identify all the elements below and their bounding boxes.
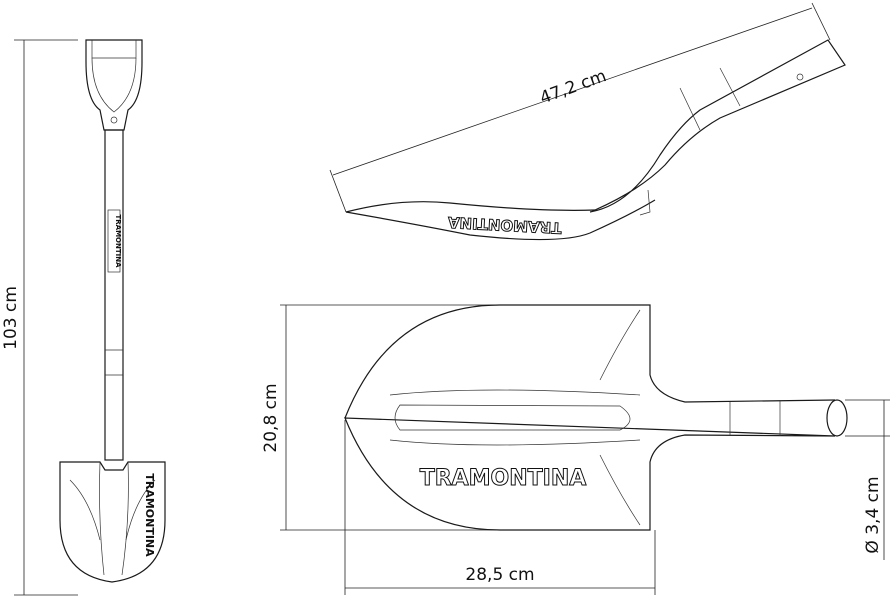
blade-front — [59, 461, 166, 583]
handle-diameter-label: Ø 3,4 cm — [863, 476, 883, 553]
dimension-blade-width: 28,5 cm — [344, 420, 656, 595]
blade-top — [344, 304, 836, 531]
blade-height-label: 20,8 cm — [261, 383, 281, 452]
dimension-handle-diameter: Ø 3,4 cm — [845, 399, 890, 560]
dimension-blade-length-side: 47,2 cm — [329, 2, 831, 213]
dimension-blade-height: 20,8 cm — [261, 304, 650, 531]
brand-label-side: TRAMONTINA — [447, 213, 562, 237]
brand-label-blade-front: TRAMONTINA — [143, 473, 156, 557]
d-grip-handle — [85, 39, 143, 131]
dimension-total-length: 103 cm — [1, 39, 78, 596]
brand-label-top: TRAMONTINA — [420, 466, 587, 491]
handle-end — [826, 399, 848, 437]
top-view-shovel: 20,8 cm 28,5 cm Ø 3,4 cm TRAMONTINA — [261, 304, 890, 595]
front-view-shovel: 103 cm TRAMONTINA TRAMONTINA — [1, 39, 166, 596]
brand-label-shaft: TRAMONTINA — [114, 214, 122, 268]
side-view-shovel: 47,2 cm TRAMONTINA — [329, 2, 846, 241]
total-length-label: 103 cm — [1, 286, 21, 350]
shaft — [104, 129, 124, 461]
blade-width-label: 28,5 cm — [465, 565, 534, 585]
blade-length-side-label: 47,2 cm — [537, 66, 609, 108]
